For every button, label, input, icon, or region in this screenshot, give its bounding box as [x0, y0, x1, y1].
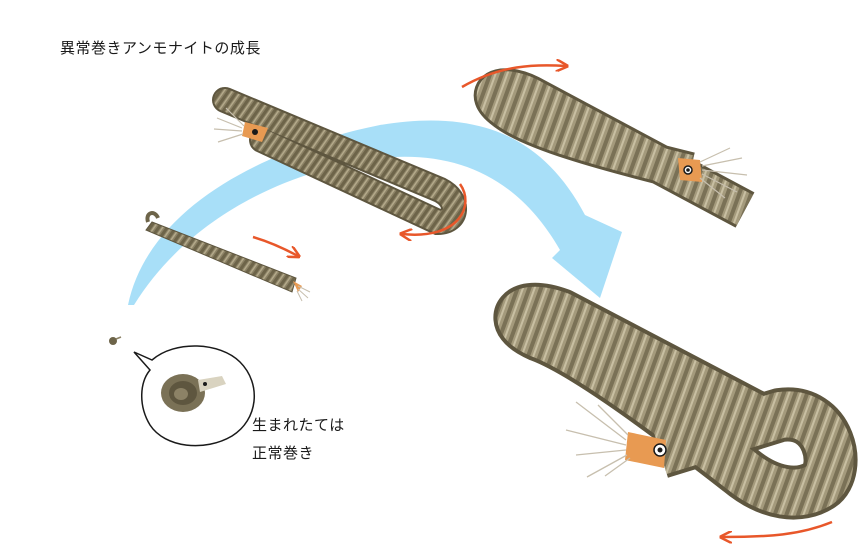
- caption-line-1: 生まれたては: [252, 416, 345, 434]
- direction-arrow-adult: [461, 65, 566, 89]
- young-hooked-shell: [212, 87, 467, 236]
- direction-arrow-young: [402, 183, 467, 235]
- direction-arrow-juvenile: [252, 235, 298, 256]
- growth-arrow: [128, 120, 622, 305]
- direction-arrow-mature: [722, 520, 833, 537]
- hatchling-ammonite: [109, 336, 122, 345]
- magnified-hatchling-shell: [161, 374, 226, 412]
- mature-folded-shell: [493, 282, 858, 520]
- adult-folded-shell: [474, 68, 755, 228]
- juvenile-straight-shell: [145, 211, 311, 302]
- caption-line-2: 正常巻き: [252, 444, 315, 462]
- diagram-title: 異常巻きアンモナイトの成長: [60, 39, 261, 57]
